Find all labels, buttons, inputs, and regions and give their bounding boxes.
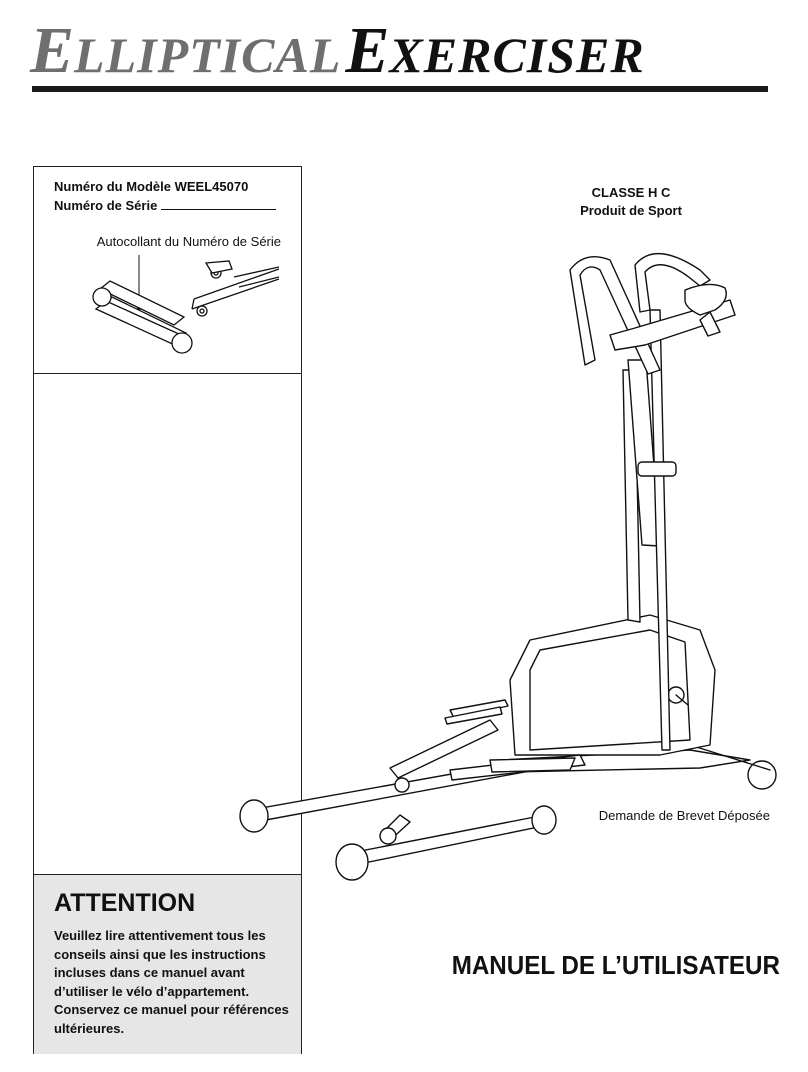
classification-class: CLASSE H C xyxy=(591,185,671,200)
model-number-label: Numéro du Modèle WEEL45070 xyxy=(54,179,249,194)
left-column-box: Numéro du Modèle WEEL45070 Numéro de Sér… xyxy=(33,166,302,1054)
attention-box: ATTENTION Veuillez lire attentivement to… xyxy=(34,874,301,1054)
elliptical-machine-illustration xyxy=(239,252,777,881)
manual-title: MANUEL DE L’UTILISATEUR xyxy=(451,950,780,980)
serial-number-blank xyxy=(161,197,277,210)
serial-sticker-label: Autocollant du Numéro de Série xyxy=(96,234,281,249)
patent-notice: Demande de Brevet Déposée xyxy=(598,808,770,823)
serial-sticker-illustration xyxy=(92,255,280,354)
serial-number-row: Numéro de Série xyxy=(54,197,277,213)
title-rule xyxy=(32,86,768,92)
classification-category: Produit de Sport xyxy=(580,203,682,218)
title-word-exerciser: EXERCISER xyxy=(345,14,645,87)
classification-block: CLASSE H C Produit de Sport xyxy=(520,184,742,220)
serial-number-label: Numéro de Série xyxy=(54,198,158,213)
title-word-elliptical: ELLIPTICAL xyxy=(30,14,342,87)
attention-title: ATTENTION xyxy=(54,889,196,917)
document-title: ELLIPTICAL EXERCISER xyxy=(30,16,645,86)
model-number-box: Numéro du Modèle WEEL45070 Numéro de Sér… xyxy=(34,167,301,374)
attention-text: Veuillez lire attentivement tous les con… xyxy=(54,928,289,1036)
